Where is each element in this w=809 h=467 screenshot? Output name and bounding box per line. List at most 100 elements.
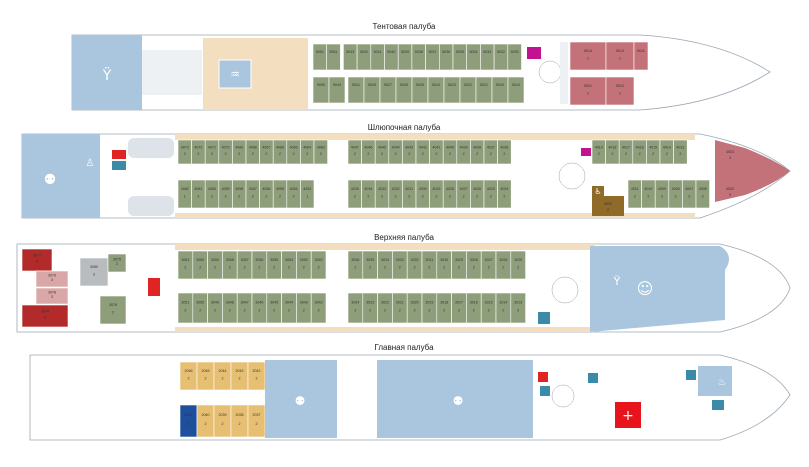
cabin-3052[interactable] <box>310 250 327 280</box>
cabin-5039[interactable] <box>397 43 413 71</box>
cabin-5051[interactable] <box>312 43 327 71</box>
cabin-3076[interactable] <box>99 295 127 325</box>
cabin-category: 2 <box>354 152 356 156</box>
cabin-5035[interactable] <box>452 43 467 71</box>
cabin-category: 2 <box>214 309 216 313</box>
cabin-5049[interactable] <box>328 76 346 104</box>
cabin-category: 2 <box>197 194 199 198</box>
cabin-5028[interactable] <box>363 76 381 104</box>
cabin-5023[interactable] <box>443 76 461 104</box>
cabin-number: 5049 <box>333 83 341 87</box>
cabin-5020[interactable] <box>491 76 509 104</box>
cabin-number: 4017 <box>622 145 630 149</box>
cabin-number: 3045 <box>270 301 278 305</box>
cabin-5040[interactable] <box>384 43 399 71</box>
upper-deck-strip <box>175 244 595 250</box>
main-wc <box>540 386 550 396</box>
cabin-5027[interactable] <box>379 76 397 104</box>
wheelchair-icon: ♿ <box>594 187 601 196</box>
cabin-3042[interactable] <box>310 292 327 324</box>
deck-title-boat: Шлюпочная палуба <box>368 123 441 132</box>
cabin-category: 2 <box>503 194 505 198</box>
cabin-5037[interactable] <box>425 43 440 71</box>
cabin-category: 2 <box>256 422 258 426</box>
cabin-number: 5051 <box>316 50 324 54</box>
cabin-category: 2 <box>238 152 240 156</box>
cabin-5021[interactable] <box>475 76 493 104</box>
cabin-category: 3 <box>51 295 53 299</box>
cabin-4036[interactable] <box>497 139 512 165</box>
cabin-5012[interactable] <box>605 76 635 106</box>
cabin-number: 3023 <box>366 301 374 305</box>
cabin-3078[interactable] <box>35 287 69 305</box>
cabin-number: 3027 <box>485 258 493 262</box>
cabin-category: 2 <box>229 265 231 269</box>
cabin-number: 4018 <box>608 145 616 149</box>
cabin-number: 2042 <box>253 369 261 373</box>
first-aid-icon: + <box>622 408 634 424</box>
cabin-category: 2 <box>587 56 589 60</box>
cabin-category: 2 <box>408 194 410 198</box>
cabin-3080[interactable] <box>79 257 109 287</box>
cabin-category: 2 <box>279 152 281 156</box>
cabin-4024[interactable] <box>497 179 512 209</box>
pool <box>218 59 252 89</box>
cabin-5031[interactable] <box>347 76 365 104</box>
pool-icon: ♒ <box>230 68 240 81</box>
cabin-5011[interactable] <box>633 41 649 71</box>
cabin-category: 2 <box>458 309 460 313</box>
cabin-category: 2 <box>422 152 424 156</box>
cabin-3074[interactable] <box>21 304 69 328</box>
cabin-number: 3020 <box>411 301 419 305</box>
cabin-number: 4045 <box>378 145 386 149</box>
cabin-5001[interactable] <box>569 76 607 106</box>
cabin-3075[interactable] <box>107 253 127 273</box>
cabin-number: 2044 <box>219 369 227 373</box>
cabin-5043[interactable] <box>343 43 358 71</box>
cabin-number: 5024 <box>432 83 440 87</box>
cabin-5036[interactable] <box>438 43 454 71</box>
cabin-category: 2 <box>598 152 600 156</box>
cabin-3013[interactable] <box>510 292 526 324</box>
cabin-category: 2 <box>184 265 186 269</box>
cabin-4006[interactable] <box>695 179 710 209</box>
cabin-5050[interactable] <box>312 76 330 104</box>
cabin-5042[interactable] <box>356 43 372 71</box>
cabin-5038[interactable] <box>411 43 426 71</box>
cabin-5033[interactable] <box>480 43 495 71</box>
cabin-number: 4006 <box>699 187 707 191</box>
cabin-5041[interactable] <box>370 43 385 71</box>
cabin-category: 2 <box>222 376 224 380</box>
cabin-5025[interactable] <box>411 76 429 104</box>
cabin-category: 2 <box>184 152 186 156</box>
upper-stairs-icon <box>551 276 579 304</box>
cabin-5030[interactable] <box>507 43 522 71</box>
cabin-number: 5013 <box>616 49 624 53</box>
cabin-category: 2 <box>354 309 356 313</box>
cabin-5026[interactable] <box>395 76 413 104</box>
cabin-number: 5037 <box>428 50 436 54</box>
cabin-5024[interactable] <box>427 76 445 104</box>
cabin-number: 4036 <box>500 145 508 149</box>
cabin-5010[interactable] <box>507 76 525 104</box>
cabin-category: 2 <box>473 309 475 313</box>
cabin-3079[interactable] <box>35 270 69 288</box>
cabin-3025[interactable] <box>510 250 526 280</box>
cabin-category: 2 <box>384 265 386 269</box>
cabin-5034[interactable] <box>466 43 481 71</box>
cabin-5022[interactable] <box>459 76 477 104</box>
cabin-category: 2 <box>463 194 465 198</box>
cabin-number: 3032 <box>411 258 419 262</box>
deck-upper: Верхняя палуба 3077330793307833074330803… <box>16 233 791 333</box>
cabin-4063[interactable] <box>313 139 328 165</box>
cabin-category: 2 <box>625 152 627 156</box>
cabin-number: 3052 <box>315 258 323 262</box>
cabin-4053[interactable] <box>300 179 315 209</box>
cabin-5032[interactable] <box>493 43 509 71</box>
cabin-5051[interactable] <box>326 43 341 71</box>
cabin-number: 4053 <box>303 187 311 191</box>
cabin-4013[interactable] <box>673 139 688 165</box>
